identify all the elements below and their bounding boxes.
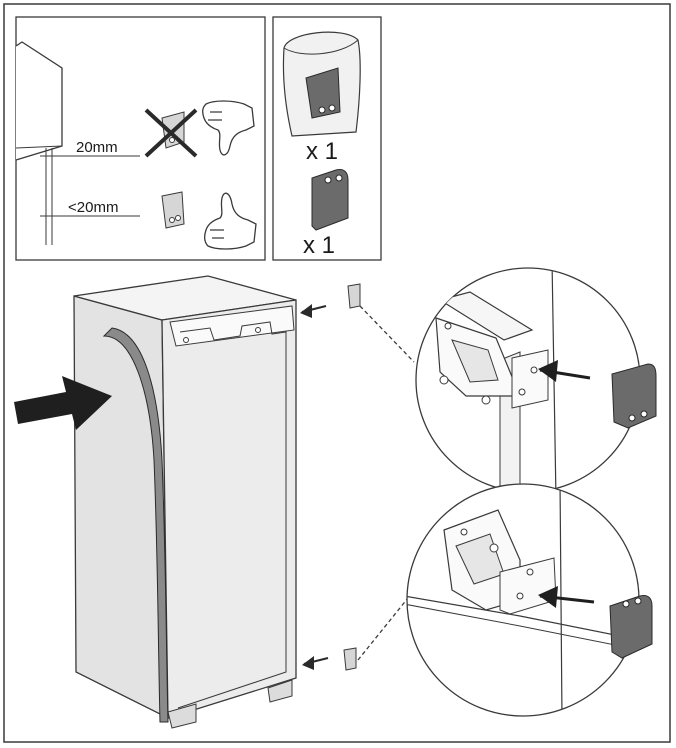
bag-quantity: x 1: [306, 138, 338, 165]
cross-icon: [144, 108, 198, 158]
spacing-panel: 20mm <20mm: [15, 16, 266, 261]
bottom-spacer-part: [609, 595, 653, 659]
thumb-up-icon: [204, 192, 257, 250]
thumb-down-icon: [202, 100, 255, 156]
spacer-part: [311, 169, 349, 231]
spacer-quantity: x 1: [303, 232, 335, 259]
bottom-hinge-detail: [406, 483, 640, 717]
outer-frame: [3, 3, 671, 743]
parts-panel: x 1 x 1: [272, 16, 382, 261]
gap-small-label: <20mm: [68, 199, 118, 216]
appliance: [73, 275, 297, 729]
push-arrow: [14, 376, 112, 430]
parts-bag: [282, 31, 361, 137]
gap-ok-label: 20mm: [76, 139, 118, 156]
top-spacer-callout: [300, 283, 415, 363]
top-hinge-detail: [415, 267, 641, 493]
hinge-piece-ok: [161, 191, 185, 229]
bottom-spacer-callout: [302, 597, 409, 671]
top-spacer-part: [611, 363, 657, 429]
